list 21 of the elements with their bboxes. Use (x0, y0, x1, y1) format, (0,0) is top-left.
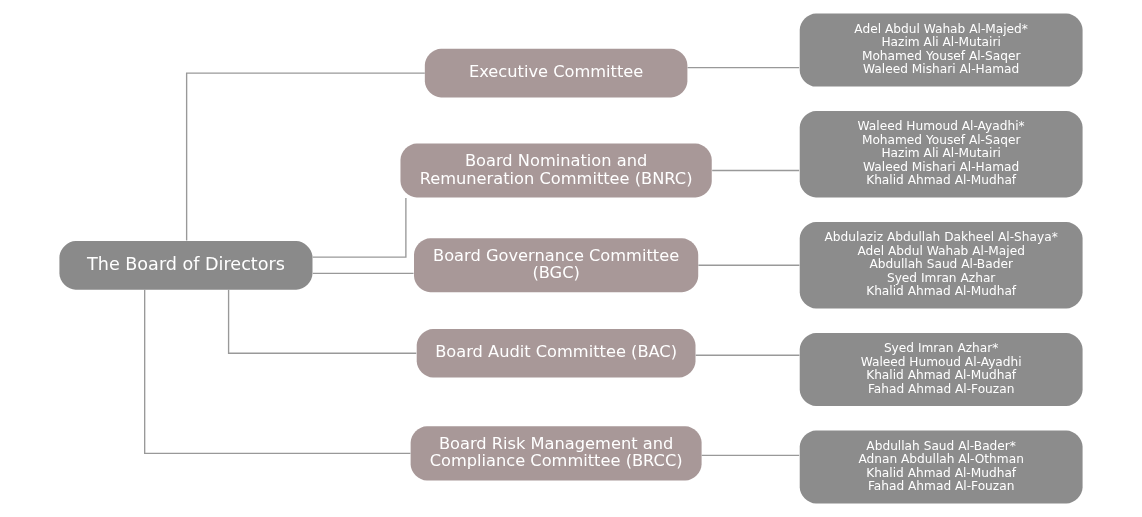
node-box: Abdullah Saud Al-Bader* Adnan Abdullah Al-Othman Khalid Ahmad Al-Mudhaf Fahad Ahmad Al-Fouzan (799, 430, 1083, 504)
connector (686, 67, 800, 69)
node-box: Board Nomination and Remuneration Committee (BNRC) (400, 143, 712, 198)
connector (144, 289, 412, 455)
connector (227, 289, 417, 354)
node-box: Board Governance Committee (BGC) (414, 238, 699, 293)
node-box: Waleed Humoud Al-Ayadhi* Mohamed Yousef Al-Saqer Hazim Ali Al-Mutairi Waleed Mishari Al-Hamad Khalid Ahmad Al-Mudhaf (799, 111, 1083, 198)
node-box: Adel Abdul Wahab Al-Majed* Hazim Ali Al-Mutairi Mohamed Yousef Al-Saqer Waleed Mishari Al-Hamad (799, 13, 1083, 87)
node-box: Syed Imran Azhar* Waleed Humoud Al-Ayadhi Khalid Ahmad Al-Mudhaf Fahad Ahmad Al-Fouzan (799, 332, 1083, 406)
connector (695, 354, 801, 356)
node-box: Board Risk Management and Compliance Committee (BRCC) (410, 426, 702, 481)
node-box: Board Audit Committee (BAC) (416, 328, 696, 378)
connector (701, 454, 800, 457)
connector (312, 272, 415, 275)
node-box: Executive Committee (424, 48, 688, 98)
connector (711, 169, 800, 172)
node-box: The Board of Directors (59, 240, 313, 290)
connector (185, 72, 426, 242)
node-box: Abdulaziz Abdullah Dakheel Al-Shaya* Adel Abdul Wahab Al-Majed Abdullah Saud Al-Bader Syed Imran Azhar Khalid Ahmad Al-Mudhaf (799, 221, 1083, 309)
connector (311, 197, 407, 258)
connector (697, 264, 801, 266)
